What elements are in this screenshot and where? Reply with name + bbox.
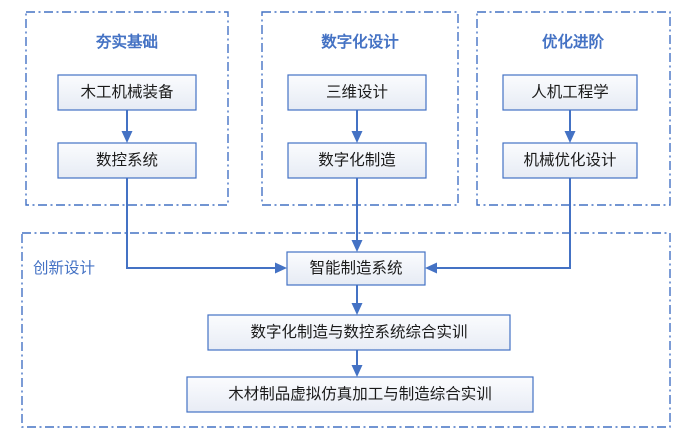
- group-frame-innovative-design: [21, 232, 671, 428]
- group-title-digital-design: 数字化设计: [321, 32, 399, 51]
- node-label-training-wood-simulation: 木材制品虚拟仿真加工与制造综合实训: [228, 385, 492, 403]
- arrowhead-optimization-to-ims: [425, 262, 437, 274]
- node-intelligent-manufacturing-system[interactable]: [286, 251, 426, 286]
- arrowhead-foundation-vertical: [121, 131, 133, 143]
- node-label-3d-design: 三维设计: [326, 83, 388, 101]
- node-ergonomics[interactable]: [502, 74, 638, 111]
- node-label-digital-manufacturing: 数字化制造: [318, 151, 396, 169]
- node-label-ergonomics: 人机工程学: [531, 83, 609, 101]
- node-label-intelligent-manufacturing-system: 智能制造系统: [309, 259, 402, 277]
- group-frame-digital-design: [261, 11, 459, 206]
- arrowhead-digital-vertical: [351, 131, 363, 143]
- node-training-wood-simulation[interactable]: [186, 376, 534, 413]
- arrowhead-training-cnc-to-wood: [351, 365, 363, 377]
- node-label-woodworking-machinery: 木工机械装备: [80, 83, 174, 101]
- node-woodworking-machinery[interactable]: [57, 74, 197, 111]
- connector-cnc-to-ims: [126, 178, 277, 269]
- node-cnc-system[interactable]: [57, 142, 197, 179]
- node-label-cnc-system: 数控系统: [96, 151, 158, 169]
- group-title-innovative-design: 创新设计: [33, 259, 95, 277]
- node-label-training-cnc: 数字化制造与数控系统综合实训: [250, 323, 467, 341]
- connector-optimization-to-ims: [435, 178, 571, 269]
- arrowhead-optimization-vertical: [564, 131, 576, 143]
- arrowhead-cnc-to-ims: [275, 262, 287, 274]
- node-training-cnc[interactable]: [207, 314, 511, 351]
- node-digital-manufacturing[interactable]: [287, 142, 427, 179]
- node-label-mechanical-optimization: 机械优化设计: [523, 151, 616, 169]
- node-3d-design[interactable]: [287, 74, 427, 111]
- arrowhead-digital-to-ims: [351, 240, 363, 252]
- group-frame-optimization: [476, 11, 671, 206]
- node-mechanical-optimization[interactable]: [502, 142, 638, 179]
- group-title-optimization: 优化进阶: [542, 32, 605, 51]
- group-title-foundation: 夯实基础: [95, 32, 158, 51]
- arrowhead-ims-to-training-cnc: [351, 303, 363, 315]
